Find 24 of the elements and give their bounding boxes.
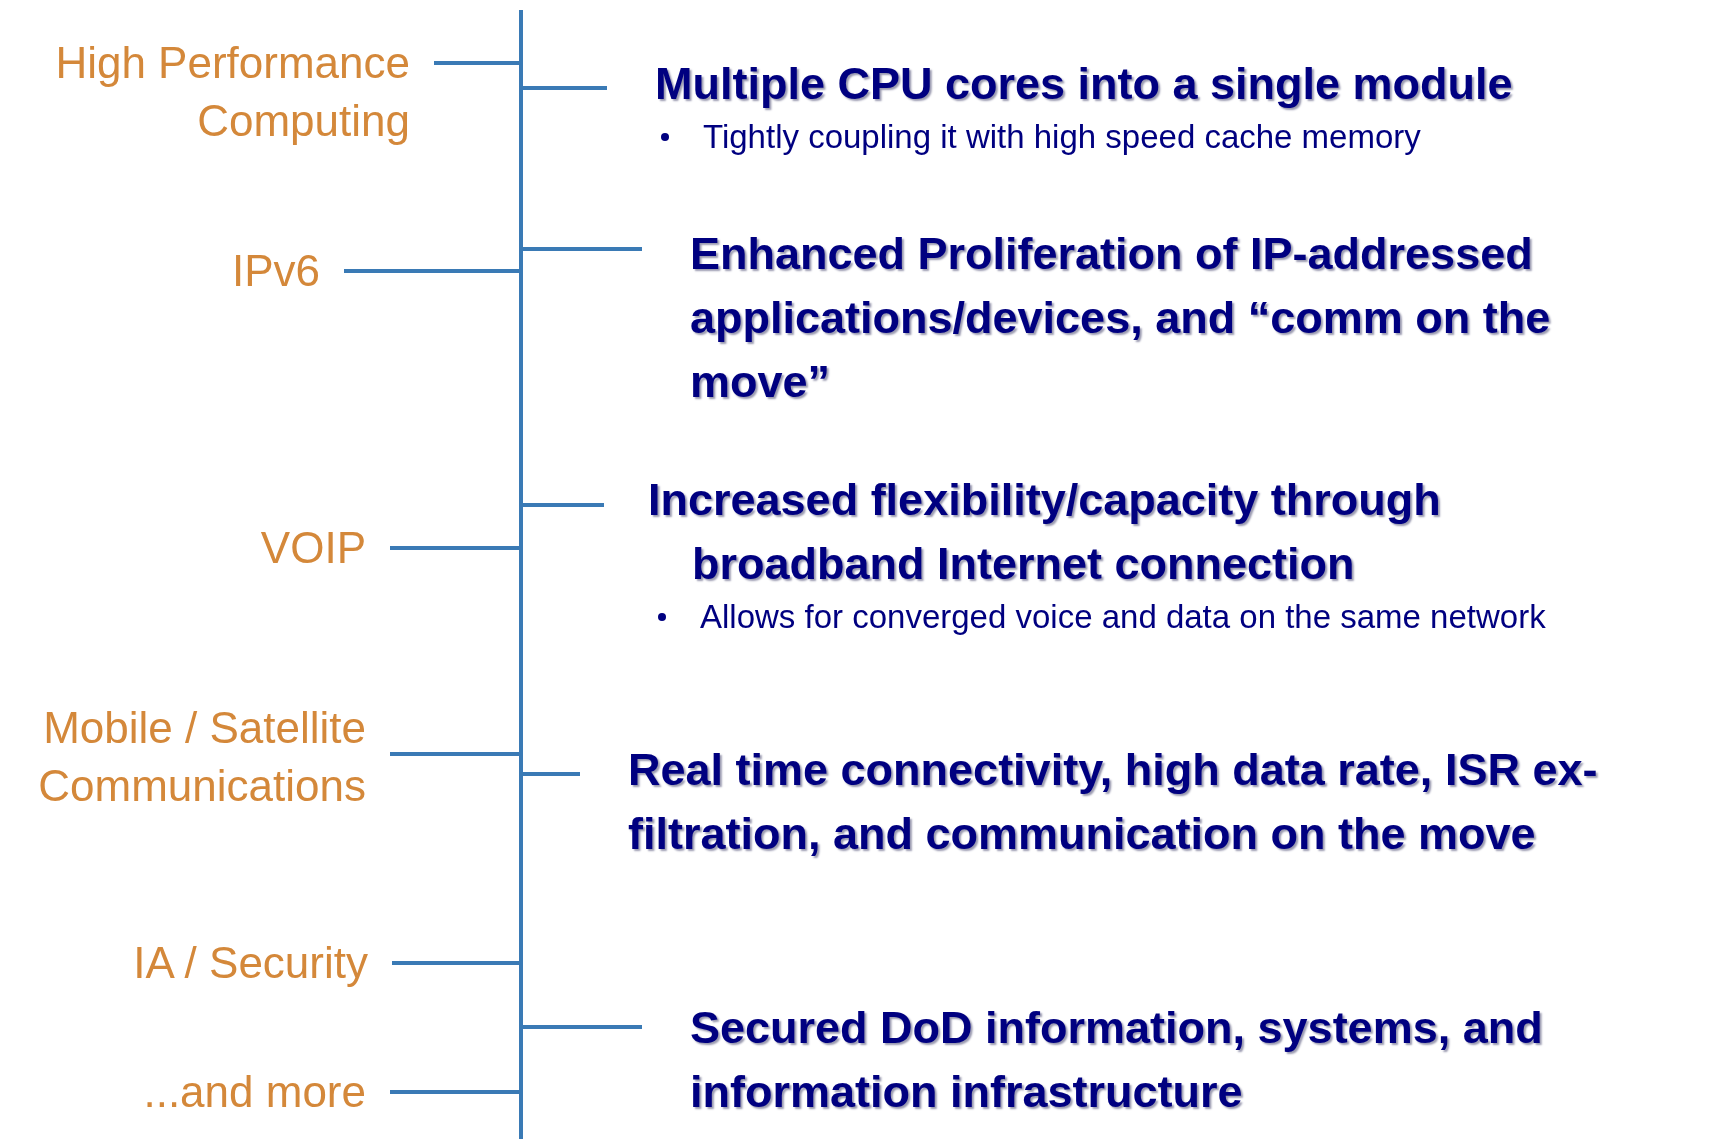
description-heading: Secured DoD information, systems, and information infrastructure [690,1001,1544,1119]
description-heading: Increased flexibility/capacity through broadband Internet connection [648,473,1442,591]
description-heading: Enhanced Proliferation of IP-addressed applications/devices, and “comm on the move” [690,227,1552,409]
connector-line [390,1090,519,1094]
connector-line [523,772,580,776]
connector-line [523,1025,642,1029]
bullet-text: Allows for converged voice and data on the same network [700,598,1546,635]
topic-label: VOIP [0,519,390,577]
connector-line [344,269,519,273]
bullet-text: Tightly coupling it with high speed cache memory [703,118,1421,155]
topic-label: IPv6 [0,242,344,300]
connector-line [523,503,604,507]
topic-label: IA / Security [0,934,392,992]
description-heading: Multiple CPU cores into a single module [655,57,1514,111]
description-heading: Real time connectivity, high data rate, ISR ex-filtration, and communication on the move [628,743,1599,861]
connector-line [390,752,519,756]
topic-label: ...and more [0,1063,390,1121]
connector-line [390,546,519,550]
connector-line [523,247,642,251]
topic-label: High Performance Computing [0,34,434,150]
connector-line [434,61,519,65]
connector-line [523,86,607,90]
topic-label: Mobile / Satellite Communications [0,699,390,815]
connector-line [392,961,519,965]
